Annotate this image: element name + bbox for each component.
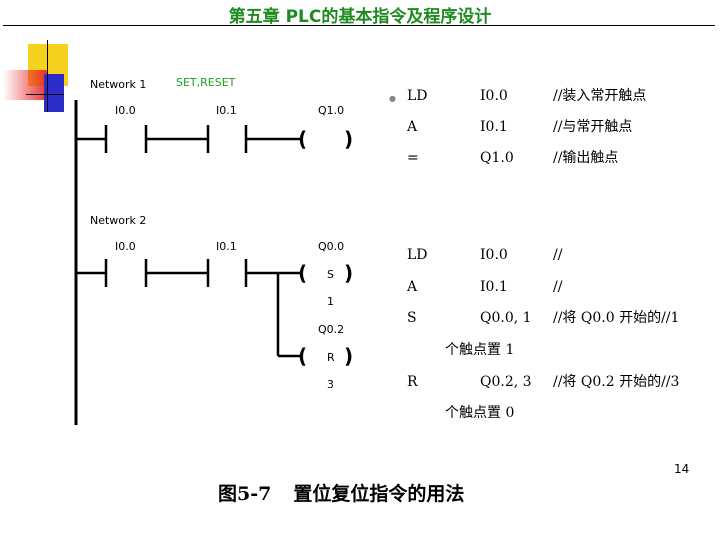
figure-caption: 图5-7 置位复位指令的用法: [218, 479, 464, 506]
code2-op-3: R: [407, 374, 418, 390]
decor-vertical-line: [47, 40, 48, 112]
code1-op-0: LD: [407, 88, 428, 104]
bullet-dot: ●: [389, 94, 396, 103]
code2-op-2: S: [407, 310, 417, 326]
code2-operand-1: I0.1: [480, 279, 508, 295]
network1-rung: [76, 125, 300, 153]
figure-number: 图5-7: [218, 483, 272, 505]
code1-operand-2: Q1.0: [480, 150, 514, 166]
network2-coil1-left: (: [298, 261, 307, 285]
code2-op-0: LD: [407, 247, 428, 263]
code1-op-1: A: [407, 119, 418, 135]
code2-comment-2: //将 Q0.0 开始的//1: [553, 310, 680, 326]
network1-contact2-label: I0.1: [216, 104, 237, 117]
decor-horizontal-line: [26, 94, 64, 95]
network2-coil2-left: (: [298, 344, 307, 368]
network1-contact1-label: I0.0: [115, 104, 136, 117]
network1-label: Network 1: [90, 78, 146, 91]
network2-contact1-label: I0.0: [115, 240, 136, 253]
code1-comment-2: //输出触点: [553, 150, 619, 166]
title-divider: [3, 25, 715, 26]
network1-coil-right: ): [344, 127, 353, 151]
code2-operand-2: Q0.0, 1: [480, 310, 532, 326]
network2-coil1-address: Q0.0: [318, 240, 344, 253]
network2-contact2-label: I0.1: [216, 240, 237, 253]
network2-rung: [76, 259, 300, 358]
network2-coil1-count: 1: [327, 295, 334, 308]
network1-coil-left: (: [298, 127, 307, 151]
ladder-diagram: Network 1 SET,RESET I0.0 I0.1 Q1.0 ( ) N…: [74, 76, 353, 425]
network2-coil2-count: 3: [327, 378, 334, 391]
code2-operand-0: I0.0: [480, 247, 508, 263]
code2-comment-3: //将 Q0.2 开始的//3: [553, 374, 680, 390]
code1-operand-1: I0.1: [480, 119, 508, 135]
code2-cont-3: 个触点置 0: [445, 405, 515, 421]
decor-red-square: [3, 70, 47, 100]
network2-coil1-op: S: [327, 268, 334, 281]
figure-title: 置位复位指令的用法: [293, 483, 465, 505]
page-title: 第五章 PLC的基本指令及程序设计: [228, 7, 492, 27]
network2-coil2-right: ): [344, 344, 353, 368]
code2-op-1: A: [407, 279, 418, 295]
code2-comment-0: //: [553, 247, 563, 263]
network2-coil1-right: ): [344, 261, 353, 285]
network1-comment: SET,RESET: [176, 76, 236, 89]
code1-comment-0: //装入常开触点: [553, 88, 647, 104]
code1-operand-0: I0.0: [480, 88, 508, 104]
network1-coil-label: Q1.0: [318, 104, 344, 117]
code2-cont-2: 个触点置 1: [445, 342, 515, 358]
network2-coil2-address: Q0.2: [318, 323, 344, 336]
code1-op-2: =: [407, 150, 419, 166]
code2-comment-1: //: [553, 279, 563, 295]
network2-coil2-op: R: [327, 351, 335, 364]
network2-label: Network 2: [90, 214, 146, 227]
code1-comment-1: //与常开触点: [553, 119, 633, 135]
page-number: 14: [674, 462, 690, 476]
decor-blue-square: [44, 74, 64, 112]
code2-operand-3: Q0.2, 3: [480, 374, 532, 390]
